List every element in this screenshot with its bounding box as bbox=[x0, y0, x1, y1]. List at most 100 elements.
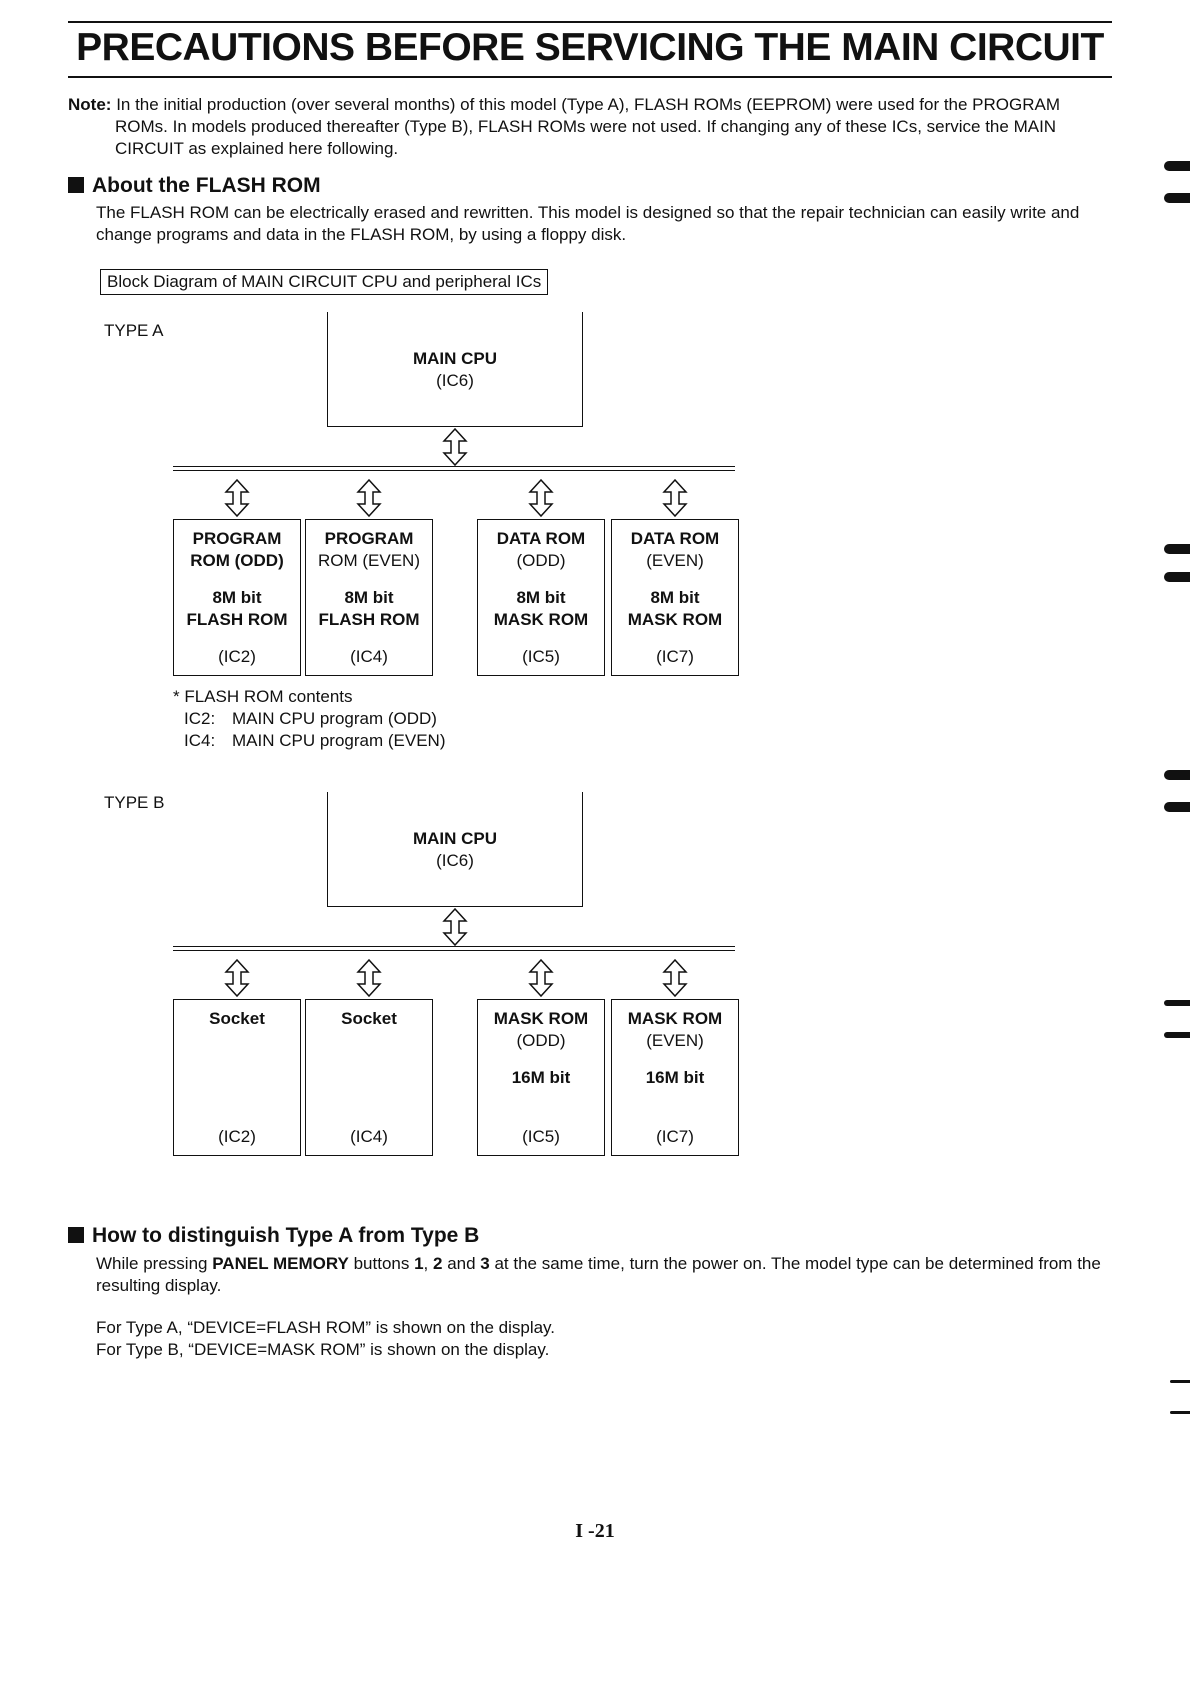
binder-mark bbox=[1164, 802, 1190, 812]
flash-rom-contents-notes: * FLASH ROM contents IC2: MAIN CPU progra… bbox=[173, 686, 445, 752]
bus-arrow-icon bbox=[224, 478, 250, 518]
chip-line: MASK ROM bbox=[627, 610, 723, 629]
type-a-chip-ic4: PROGRAM ROM (EVEN) 8M bit FLASH ROM (IC4… bbox=[305, 519, 433, 676]
distinguish-instructions: While pressing PANEL MEMORY buttons 1, 2… bbox=[96, 1253, 1116, 1297]
notes-title: * FLASH ROM contents bbox=[173, 687, 353, 706]
note-label: Note: bbox=[68, 95, 112, 114]
section-heading-flash-rom: About the FLASH ROM bbox=[68, 174, 321, 198]
square-bullet-icon bbox=[68, 1227, 84, 1243]
chip-id: (IC4) bbox=[350, 1127, 388, 1146]
text-run: buttons bbox=[348, 1254, 415, 1273]
chip-id: (IC2) bbox=[218, 1127, 256, 1146]
text-run: at the same time, turn the power on. The… bbox=[96, 1254, 1101, 1295]
chip-line: MASK ROM bbox=[493, 610, 589, 629]
binder-mark bbox=[1164, 770, 1190, 780]
button-number: 3 bbox=[480, 1254, 490, 1273]
bus-arrow-icon bbox=[528, 478, 554, 518]
section-heading-text: About the FLASH ROM bbox=[92, 174, 321, 197]
chip-line: 8M bit bbox=[650, 588, 700, 607]
page-title: PRECAUTIONS BEFORE SERVICING THE MAIN CI… bbox=[76, 26, 1104, 69]
chip-id: (IC7) bbox=[656, 647, 694, 666]
chip-line: 8M bit bbox=[516, 588, 566, 607]
text-run: and bbox=[442, 1254, 481, 1273]
bus-arrow-icon bbox=[662, 958, 688, 998]
chip-line: DATA ROM bbox=[630, 529, 720, 548]
chip-line: (EVEN) bbox=[646, 1031, 704, 1050]
flash-rom-description: The FLASH ROM can be electrically erased… bbox=[96, 203, 1080, 244]
type-a-main-cpu: MAIN CPU (IC6) bbox=[327, 312, 583, 427]
binder-mark bbox=[1164, 1032, 1190, 1038]
note-row: IC2: MAIN CPU program (ODD) bbox=[173, 708, 445, 730]
chip-line: 16M bit bbox=[645, 1068, 705, 1087]
chip-id: (IC7) bbox=[656, 1127, 694, 1146]
type-b-chip-ic4: Socket (IC4) bbox=[305, 999, 433, 1156]
cpu-name: MAIN CPU bbox=[412, 349, 498, 368]
page-number: I -21 bbox=[575, 1520, 615, 1542]
note-paragraph: Note: In the initial production (over se… bbox=[68, 94, 1112, 160]
type-a-chip-ic5: DATA ROM (ODD) 8M bit MASK ROM (IC5) bbox=[477, 519, 605, 676]
diagram-caption: Block Diagram of MAIN CIRCUIT CPU and pe… bbox=[100, 269, 549, 295]
panel-memory-text: PANEL MEMORY bbox=[212, 1254, 349, 1273]
chip-id: (IC5) bbox=[522, 647, 560, 666]
chip-line: PROGRAM bbox=[192, 529, 282, 548]
top-rule bbox=[68, 21, 1112, 23]
chip-line: Socket bbox=[209, 1009, 265, 1028]
type-b-label: TYPE B bbox=[104, 793, 165, 812]
type-b-main-cpu: MAIN CPU (IC6) bbox=[327, 792, 583, 907]
chip-line: FLASH ROM bbox=[186, 610, 288, 629]
binder-mark bbox=[1170, 1411, 1190, 1414]
bus-arrow-icon bbox=[224, 958, 250, 998]
section-heading-distinguish: How to distinguish Type A from Type B bbox=[68, 1224, 479, 1248]
chip-line: 8M bit bbox=[344, 588, 394, 607]
cpu-name: MAIN CPU bbox=[412, 829, 498, 848]
note-row: IC4: MAIN CPU program (EVEN) bbox=[173, 730, 445, 752]
cpu-bus-arrow-icon bbox=[442, 427, 468, 467]
chip-line: FLASH ROM bbox=[318, 610, 420, 629]
type-a-chip-ic7: DATA ROM (EVEN) 8M bit MASK ROM (IC7) bbox=[611, 519, 739, 676]
type-a-display-line: For Type A, “DEVICE=FLASH ROM” is shown … bbox=[96, 1318, 556, 1337]
chip-line: ROM (EVEN) bbox=[318, 551, 420, 570]
button-number: 1 bbox=[414, 1254, 424, 1273]
type-b-bus bbox=[173, 946, 735, 951]
title-underline bbox=[68, 76, 1112, 78]
chip-id: (IC4) bbox=[350, 647, 388, 666]
button-number: 2 bbox=[433, 1254, 443, 1273]
note-text: In the initial production (over several … bbox=[116, 95, 1061, 114]
chip-line: (ODD) bbox=[516, 551, 566, 570]
type-a-label: TYPE A bbox=[104, 321, 164, 340]
type-b-chip-ic2: Socket (IC2) bbox=[173, 999, 301, 1156]
chip-id: (IC5) bbox=[522, 1127, 560, 1146]
chip-line: (ODD) bbox=[516, 1031, 566, 1050]
cpu-id: (IC6) bbox=[436, 851, 474, 870]
chip-line: 8M bit bbox=[212, 588, 262, 607]
note-key: IC2: bbox=[184, 709, 216, 728]
cpu-id: (IC6) bbox=[436, 371, 474, 390]
bus-arrow-icon bbox=[356, 478, 382, 518]
chip-line: DATA ROM bbox=[496, 529, 586, 548]
binder-mark bbox=[1170, 1380, 1190, 1383]
note-value: MAIN CPU program (ODD) bbox=[232, 709, 437, 728]
type-a-bus bbox=[173, 466, 735, 471]
bus-arrow-icon bbox=[356, 958, 382, 998]
note-key: IC4: bbox=[184, 731, 216, 750]
chip-line: MASK ROM bbox=[627, 1009, 723, 1028]
type-b-display-line: For Type B, “DEVICE=MASK ROM” is shown o… bbox=[96, 1340, 550, 1359]
chip-line: 16M bit bbox=[511, 1068, 571, 1087]
chip-line: ROM (ODD) bbox=[190, 551, 284, 570]
type-b-chip-ic7: MASK ROM (EVEN) 16M bit (IC7) bbox=[611, 999, 739, 1156]
binder-mark bbox=[1164, 161, 1190, 171]
binder-mark bbox=[1164, 1000, 1190, 1006]
chip-line: Socket bbox=[341, 1009, 397, 1028]
binder-mark bbox=[1164, 572, 1190, 582]
type-b-chip-ic5: MASK ROM (ODD) 16M bit (IC5) bbox=[477, 999, 605, 1156]
text-run: While pressing bbox=[96, 1254, 213, 1273]
chip-line: PROGRAM bbox=[324, 529, 414, 548]
bus-arrow-icon bbox=[528, 958, 554, 998]
type-a-chip-ic2: PROGRAM ROM (ODD) 8M bit FLASH ROM (IC2) bbox=[173, 519, 301, 676]
chip-line: (EVEN) bbox=[646, 551, 704, 570]
section-heading-text: How to distinguish Type A from Type B bbox=[92, 1224, 480, 1247]
cpu-bus-arrow-icon bbox=[442, 907, 468, 947]
bus-arrow-icon bbox=[662, 478, 688, 518]
note-value: MAIN CPU program (EVEN) bbox=[232, 731, 446, 750]
chip-id: (IC2) bbox=[218, 647, 256, 666]
